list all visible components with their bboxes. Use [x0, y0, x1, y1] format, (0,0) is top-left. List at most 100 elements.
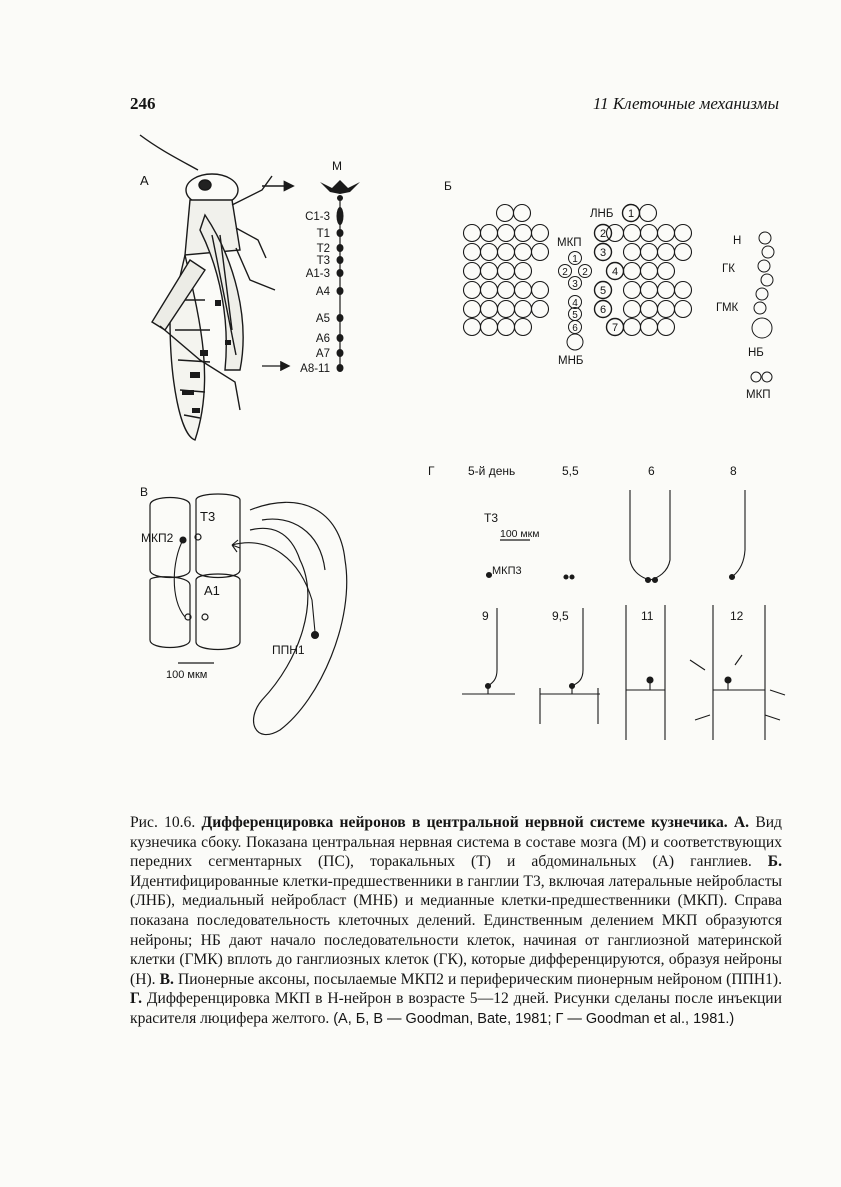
- neuroblast-number: 5: [600, 285, 606, 297]
- neuroblast-cell: [498, 225, 515, 242]
- lineage-cell: [762, 246, 774, 258]
- mkp2-label: МКП2: [141, 531, 174, 545]
- neuroblast-cell: [515, 225, 532, 242]
- a1-label: А1: [204, 583, 220, 598]
- segment-label: Т3: [317, 255, 330, 267]
- ganglion-mark: [337, 349, 344, 357]
- neuroblast-cell: [481, 319, 498, 336]
- lineage-label: МКП: [746, 389, 771, 401]
- t3-label: Т3: [200, 509, 215, 524]
- median-cell-number: 3: [572, 279, 578, 290]
- segment-label: А6: [316, 333, 330, 345]
- ganglion-mark: [337, 314, 344, 322]
- mkp-label: МКП: [557, 237, 582, 249]
- day-label: 12: [730, 609, 744, 623]
- neuroblast-cell: [532, 225, 549, 242]
- lineage-label: НБ: [748, 347, 764, 359]
- segment-label: А5: [316, 313, 330, 325]
- segment-label: Т2: [317, 243, 330, 255]
- neuroblast-cell: [515, 244, 532, 261]
- neuroblast-cell: [658, 301, 675, 318]
- neuroblast-number: 3: [600, 247, 606, 259]
- brain-label: М: [332, 159, 342, 173]
- neuroblast-cell: [658, 263, 675, 280]
- lineage-column: [751, 232, 774, 382]
- neuroblast-cell: [675, 225, 692, 242]
- neuroblast-cell: [624, 301, 641, 318]
- mnb-cell: [567, 334, 583, 350]
- caption-title: Дифференцировка нейронов в центральной н…: [202, 814, 728, 831]
- neuroblast-cell: [464, 225, 481, 242]
- neuroblast-cell: [641, 225, 658, 242]
- neuroblast-cell: [641, 263, 658, 280]
- neuroblast-cell: [464, 263, 481, 280]
- neuroblast-cell: [515, 282, 532, 299]
- neuroblast-cell: [641, 319, 658, 336]
- neuroblast-cell: [675, 301, 692, 318]
- neuroblast-cell: [658, 282, 675, 299]
- median-cell-number: 6: [572, 323, 578, 334]
- panel-v-letter: В: [140, 485, 148, 499]
- neuroblast-number: 4: [612, 266, 618, 278]
- ganglion-outline: [150, 494, 347, 735]
- lineage-label: ГК: [722, 263, 735, 275]
- day-label: 9: [482, 609, 489, 623]
- neuroblast-cell: [532, 301, 549, 318]
- neuroblast-cell: [481, 244, 498, 261]
- lineage-cell: [759, 232, 771, 244]
- brain-icon: [320, 180, 360, 201]
- ganglion-mark: [337, 269, 344, 277]
- segment-label: А7: [316, 348, 330, 360]
- neuroblast-cell: [675, 282, 692, 299]
- day-labels: 5-й день5,568: [468, 464, 737, 478]
- segment-label: А4: [316, 286, 331, 298]
- scale-label-v: 100 мкм: [166, 669, 207, 681]
- neuroblast-cell: [498, 263, 515, 280]
- neuroblast-cell: [464, 301, 481, 318]
- caption-citation: (А, Б, В — Goodman, Bate, 1981; Г — Good…: [333, 1011, 734, 1027]
- neuroblast-cell: [624, 244, 641, 261]
- caption-v-letter: В.: [160, 971, 174, 988]
- neuroblast-cell: [498, 301, 515, 318]
- segment-label: Т1: [317, 228, 330, 240]
- mkp-daughter-cell: [762, 372, 772, 382]
- neuroblast-cell: [497, 205, 514, 222]
- neuroblast-cell: [481, 282, 498, 299]
- ganglion-mark: [337, 256, 344, 264]
- caption-b-letter: Б.: [768, 853, 782, 870]
- neuroblast-cell: [624, 225, 641, 242]
- mkp3-label: МКП3: [492, 565, 522, 577]
- median-cell-number: 1: [572, 254, 578, 265]
- grasshopper-drawing: [140, 135, 275, 440]
- mnb-label: МНБ: [558, 355, 583, 367]
- neuroblast-cell: [658, 244, 675, 261]
- neuroblast-cell: [464, 319, 481, 336]
- ganglion-mark: [337, 364, 344, 372]
- figure-label: Рис. 10.6.: [130, 814, 195, 831]
- caption-g-letter: Г.: [130, 990, 142, 1007]
- neuroblast-cell: [641, 244, 658, 261]
- neuroblast-cell: [481, 263, 498, 280]
- lnb-label: ЛНБ: [590, 208, 613, 220]
- neuroblast-number: 1: [628, 208, 634, 220]
- neuroblast-cell: [464, 244, 481, 261]
- ganglion-mark: [337, 244, 344, 252]
- t3-label-g: Т3: [484, 511, 498, 525]
- lineage-label: Н: [733, 235, 741, 247]
- lineage-cell: [758, 260, 770, 272]
- day-label: 8: [730, 464, 737, 478]
- neuroblast-cell: [640, 205, 657, 222]
- neuroblast-cell: [658, 319, 675, 336]
- panel-b-letter: Б: [444, 179, 452, 193]
- day-label: 11: [641, 609, 654, 623]
- neuroblast-cell: [624, 319, 641, 336]
- lineage-cell: [754, 302, 766, 314]
- neuroblast-cell: [498, 282, 515, 299]
- neuroblast-cell: [498, 244, 515, 261]
- segment-label: С1-3: [305, 211, 330, 223]
- neuroblast-number: 6: [600, 304, 606, 316]
- neuroblast-cell: [624, 263, 641, 280]
- neuroblast-lineage-cell: [752, 318, 772, 338]
- segment-label: А1-3: [306, 268, 330, 280]
